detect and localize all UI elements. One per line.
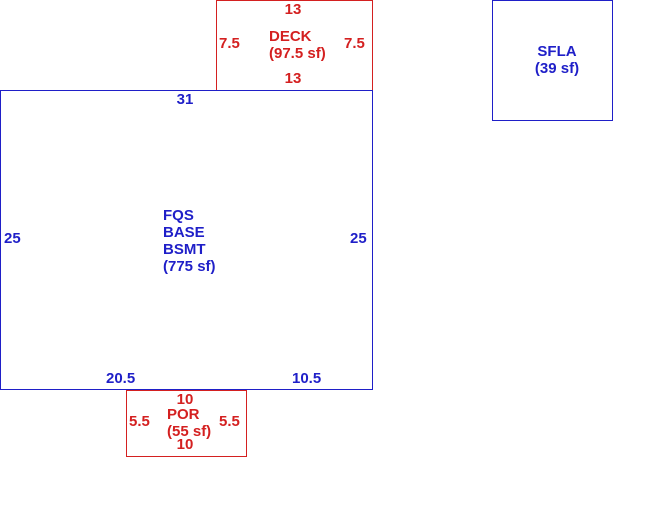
main-bottom-left-dimension: 20.5 bbox=[106, 370, 136, 387]
deck-label: DECK (97.5 sf) bbox=[269, 28, 326, 62]
deck-top-dimension: 13 bbox=[284, 1, 302, 18]
porch-left-dimension: 5.5 bbox=[129, 413, 150, 430]
deck-label-area: (97.5 sf) bbox=[269, 45, 326, 62]
main-label-line-1: FQS bbox=[163, 207, 194, 224]
porch-right-dimension: 5.5 bbox=[219, 413, 240, 430]
main-left-dimension: 25 bbox=[4, 230, 21, 247]
main-top-dimension: 31 bbox=[176, 91, 194, 108]
main-label-line-2: BASE bbox=[163, 224, 205, 241]
sfla-label-name: SFLA bbox=[537, 43, 577, 60]
main-right-dimension: 25 bbox=[350, 230, 367, 247]
sfla-area bbox=[492, 0, 613, 121]
porch-label: POR (55 sf) bbox=[167, 406, 211, 440]
porch-area bbox=[126, 390, 247, 457]
deck-left-dimension: 7.5 bbox=[219, 35, 240, 52]
main-area bbox=[0, 90, 373, 390]
main-bottom-right-dimension: 10.5 bbox=[292, 370, 322, 387]
main-label: FQS BASE BSMT (775 sf) bbox=[163, 207, 216, 275]
porch-label-area: (55 sf) bbox=[167, 423, 212, 440]
porch-bottom-dimension: 10 bbox=[176, 436, 194, 453]
deck-right-dimension: 7.5 bbox=[344, 35, 365, 52]
main-label-area: (775 sf) bbox=[163, 258, 216, 275]
main-label-line-3: BSMT bbox=[163, 241, 206, 258]
deck-label-name: DECK bbox=[269, 28, 312, 45]
porch-top-dimension: 10 bbox=[176, 391, 194, 408]
sfla-label: SFLA (39 sf) bbox=[535, 43, 579, 77]
deck-bottom-dimension: 13 bbox=[284, 70, 302, 87]
sfla-label-area: (39 sf) bbox=[534, 60, 580, 77]
porch-label-name: POR bbox=[167, 406, 200, 423]
